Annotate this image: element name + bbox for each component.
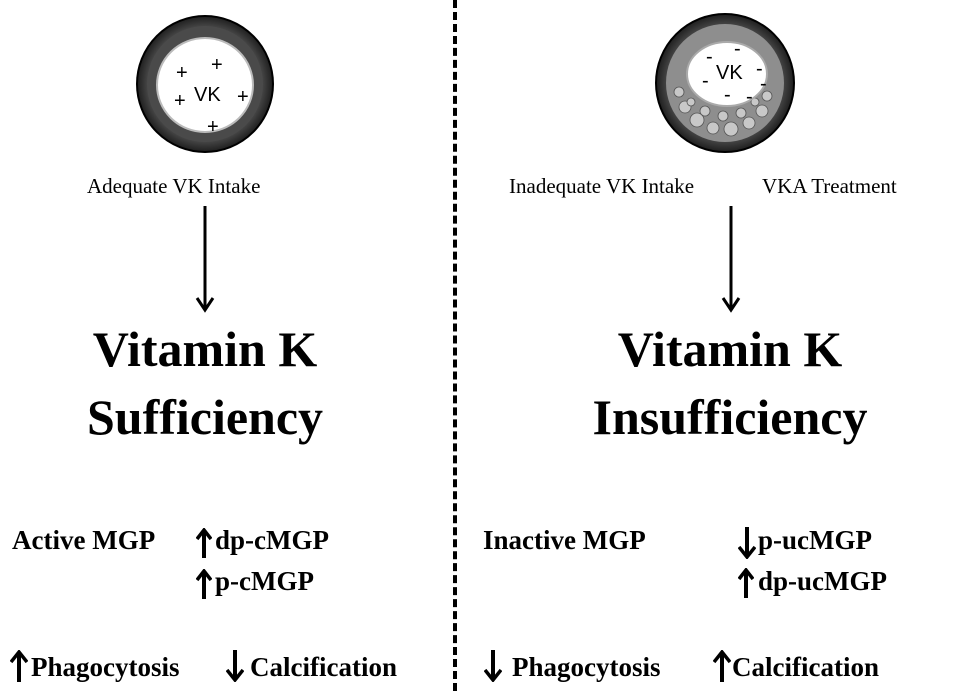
left-vessel-vk-label: VK <box>194 84 221 106</box>
left-effect-calcification: Calcification <box>250 652 397 682</box>
right-title-line1: Vitamin K <box>617 321 843 377</box>
down-flow-arrow-icon <box>721 206 741 313</box>
plus-sign: + <box>237 86 249 108</box>
down-flow-arrow-icon <box>195 206 215 313</box>
left-caption: Adequate VK Intake <box>87 174 261 198</box>
healthy-vessel-icon <box>136 15 274 153</box>
up-arrow-icon <box>10 650 28 682</box>
marker-p-cmgp: p-cMGP <box>215 566 314 596</box>
up-arrow-icon <box>196 569 212 599</box>
left-title-line2: Sufficiency <box>86 389 324 445</box>
right-vessel-vk-label: VK <box>716 62 743 84</box>
down-arrow-icon <box>226 650 244 682</box>
plus-sign: + <box>207 116 219 138</box>
inactive-mgp-label: Inactive MGP <box>483 525 646 555</box>
right-caption-inadequate-intake: Inadequate VK Intake <box>509 174 695 198</box>
plus-sign: + <box>176 62 188 84</box>
up-arrow-icon <box>713 650 731 682</box>
plus-sign: + <box>174 90 186 112</box>
minus-sign: - <box>746 86 753 108</box>
up-arrow-icon <box>196 528 212 558</box>
minus-sign: - <box>760 73 767 95</box>
right-caption-vka-treatment: VKA Treatment <box>762 174 897 198</box>
active-mgp-label: Active MGP <box>12 525 156 555</box>
down-arrow-icon <box>738 527 756 559</box>
marker-dp-ucmgp: dp-ucMGP <box>758 566 888 596</box>
calcified-vessel-icon <box>655 13 795 153</box>
marker-p-ucmgp: p-ucMGP <box>758 525 872 555</box>
right-effect-calcification: Calcification <box>732 652 879 682</box>
minus-sign: - <box>734 38 741 60</box>
marker-dp-cmgp: dp-cMGP <box>215 525 329 555</box>
minus-sign: - <box>724 84 731 106</box>
left-title-line1: Vitamin K <box>92 321 318 377</box>
down-arrow-icon <box>484 650 502 682</box>
left-effect-phagocytosis: Phagocytosis <box>31 652 180 682</box>
right-title-line2: Insufficiency <box>592 389 868 445</box>
minus-sign: - <box>702 70 709 92</box>
minus-sign: - <box>706 46 713 68</box>
minus-sign: - <box>756 58 763 80</box>
plus-sign: + <box>211 54 223 76</box>
right-effect-phagocytosis: Phagocytosis <box>512 652 661 682</box>
up-arrow-icon <box>738 568 754 598</box>
dashed-divider <box>453 0 457 691</box>
